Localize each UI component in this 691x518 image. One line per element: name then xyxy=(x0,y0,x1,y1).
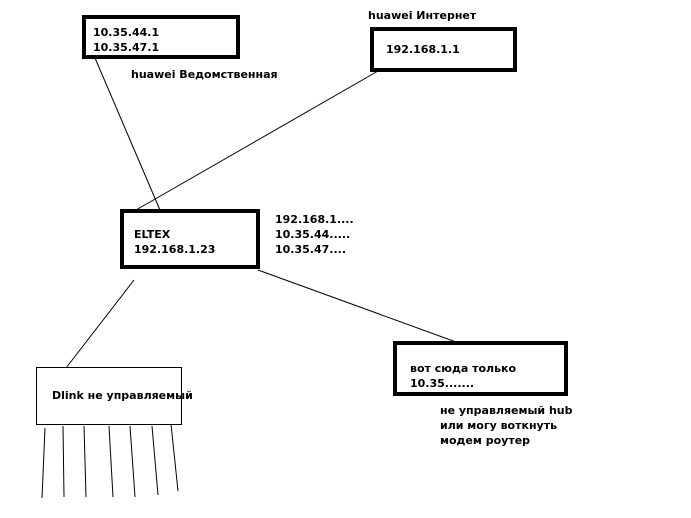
eltex-network-3: 10.35.47.... xyxy=(275,243,346,256)
link-eltex-target xyxy=(257,269,457,343)
dlink-port-cable xyxy=(108,425,114,498)
eltex-ip: 192.168.1.23 xyxy=(134,243,216,256)
dlink-label: Dlink не управляемый xyxy=(52,389,193,402)
target-note-3: модем роутер xyxy=(440,434,531,447)
target-line-1: вот сюда только xyxy=(410,362,517,375)
dlink-ports xyxy=(41,423,179,499)
huawei-vedom-box: 10.35.44.1 10.35.47.1 xyxy=(82,15,240,59)
link-eltex-huawei-internet xyxy=(135,70,379,211)
eltex-networks-note: 192.168.1.... 10.35.44..... 10.35.47.... xyxy=(275,212,354,257)
dlink-port-cable xyxy=(83,425,87,498)
eltex-name: ELTEX xyxy=(134,228,171,241)
eltex-network-1: 192.168.1.... xyxy=(275,213,354,226)
huawei-vedom-ip-2: 10.35.47.1 xyxy=(93,41,160,54)
dlink-port-cable xyxy=(129,425,136,498)
huawei-internet-caption: huawei Интернет xyxy=(368,9,477,22)
huawei-vedom-caption: huawei Ведомственная xyxy=(131,68,278,81)
huawei-internet-box: 192.168.1.1 xyxy=(370,27,517,72)
target-note-2: или могу воткнуть xyxy=(440,419,558,432)
dlink-port-cable xyxy=(151,425,159,496)
target-note: не управляемый hub или могу воткнуть мод… xyxy=(440,403,573,448)
target-line-2: 10.35....... xyxy=(410,377,475,390)
dlink-port-cable xyxy=(41,427,46,499)
link-eltex-huawei-vedom xyxy=(94,57,161,211)
huawei-vedom-ip-1: 10.35.44.1 xyxy=(93,26,160,39)
huawei-internet-ip: 192.168.1.1 xyxy=(386,43,460,56)
eltex-network-2: 10.35.44..... xyxy=(275,228,351,241)
eltex-box: ELTEX 192.168.1.23 xyxy=(120,209,260,269)
dlink-port-cable xyxy=(62,425,65,498)
dlink-box: Dlink не управляемый xyxy=(36,367,193,425)
target-note-1: не управляемый hub xyxy=(440,404,573,417)
dlink-port-cable xyxy=(170,423,179,492)
link-eltex-dlink xyxy=(65,279,135,369)
target-box: вот сюда только 10.35....... xyxy=(393,341,568,396)
